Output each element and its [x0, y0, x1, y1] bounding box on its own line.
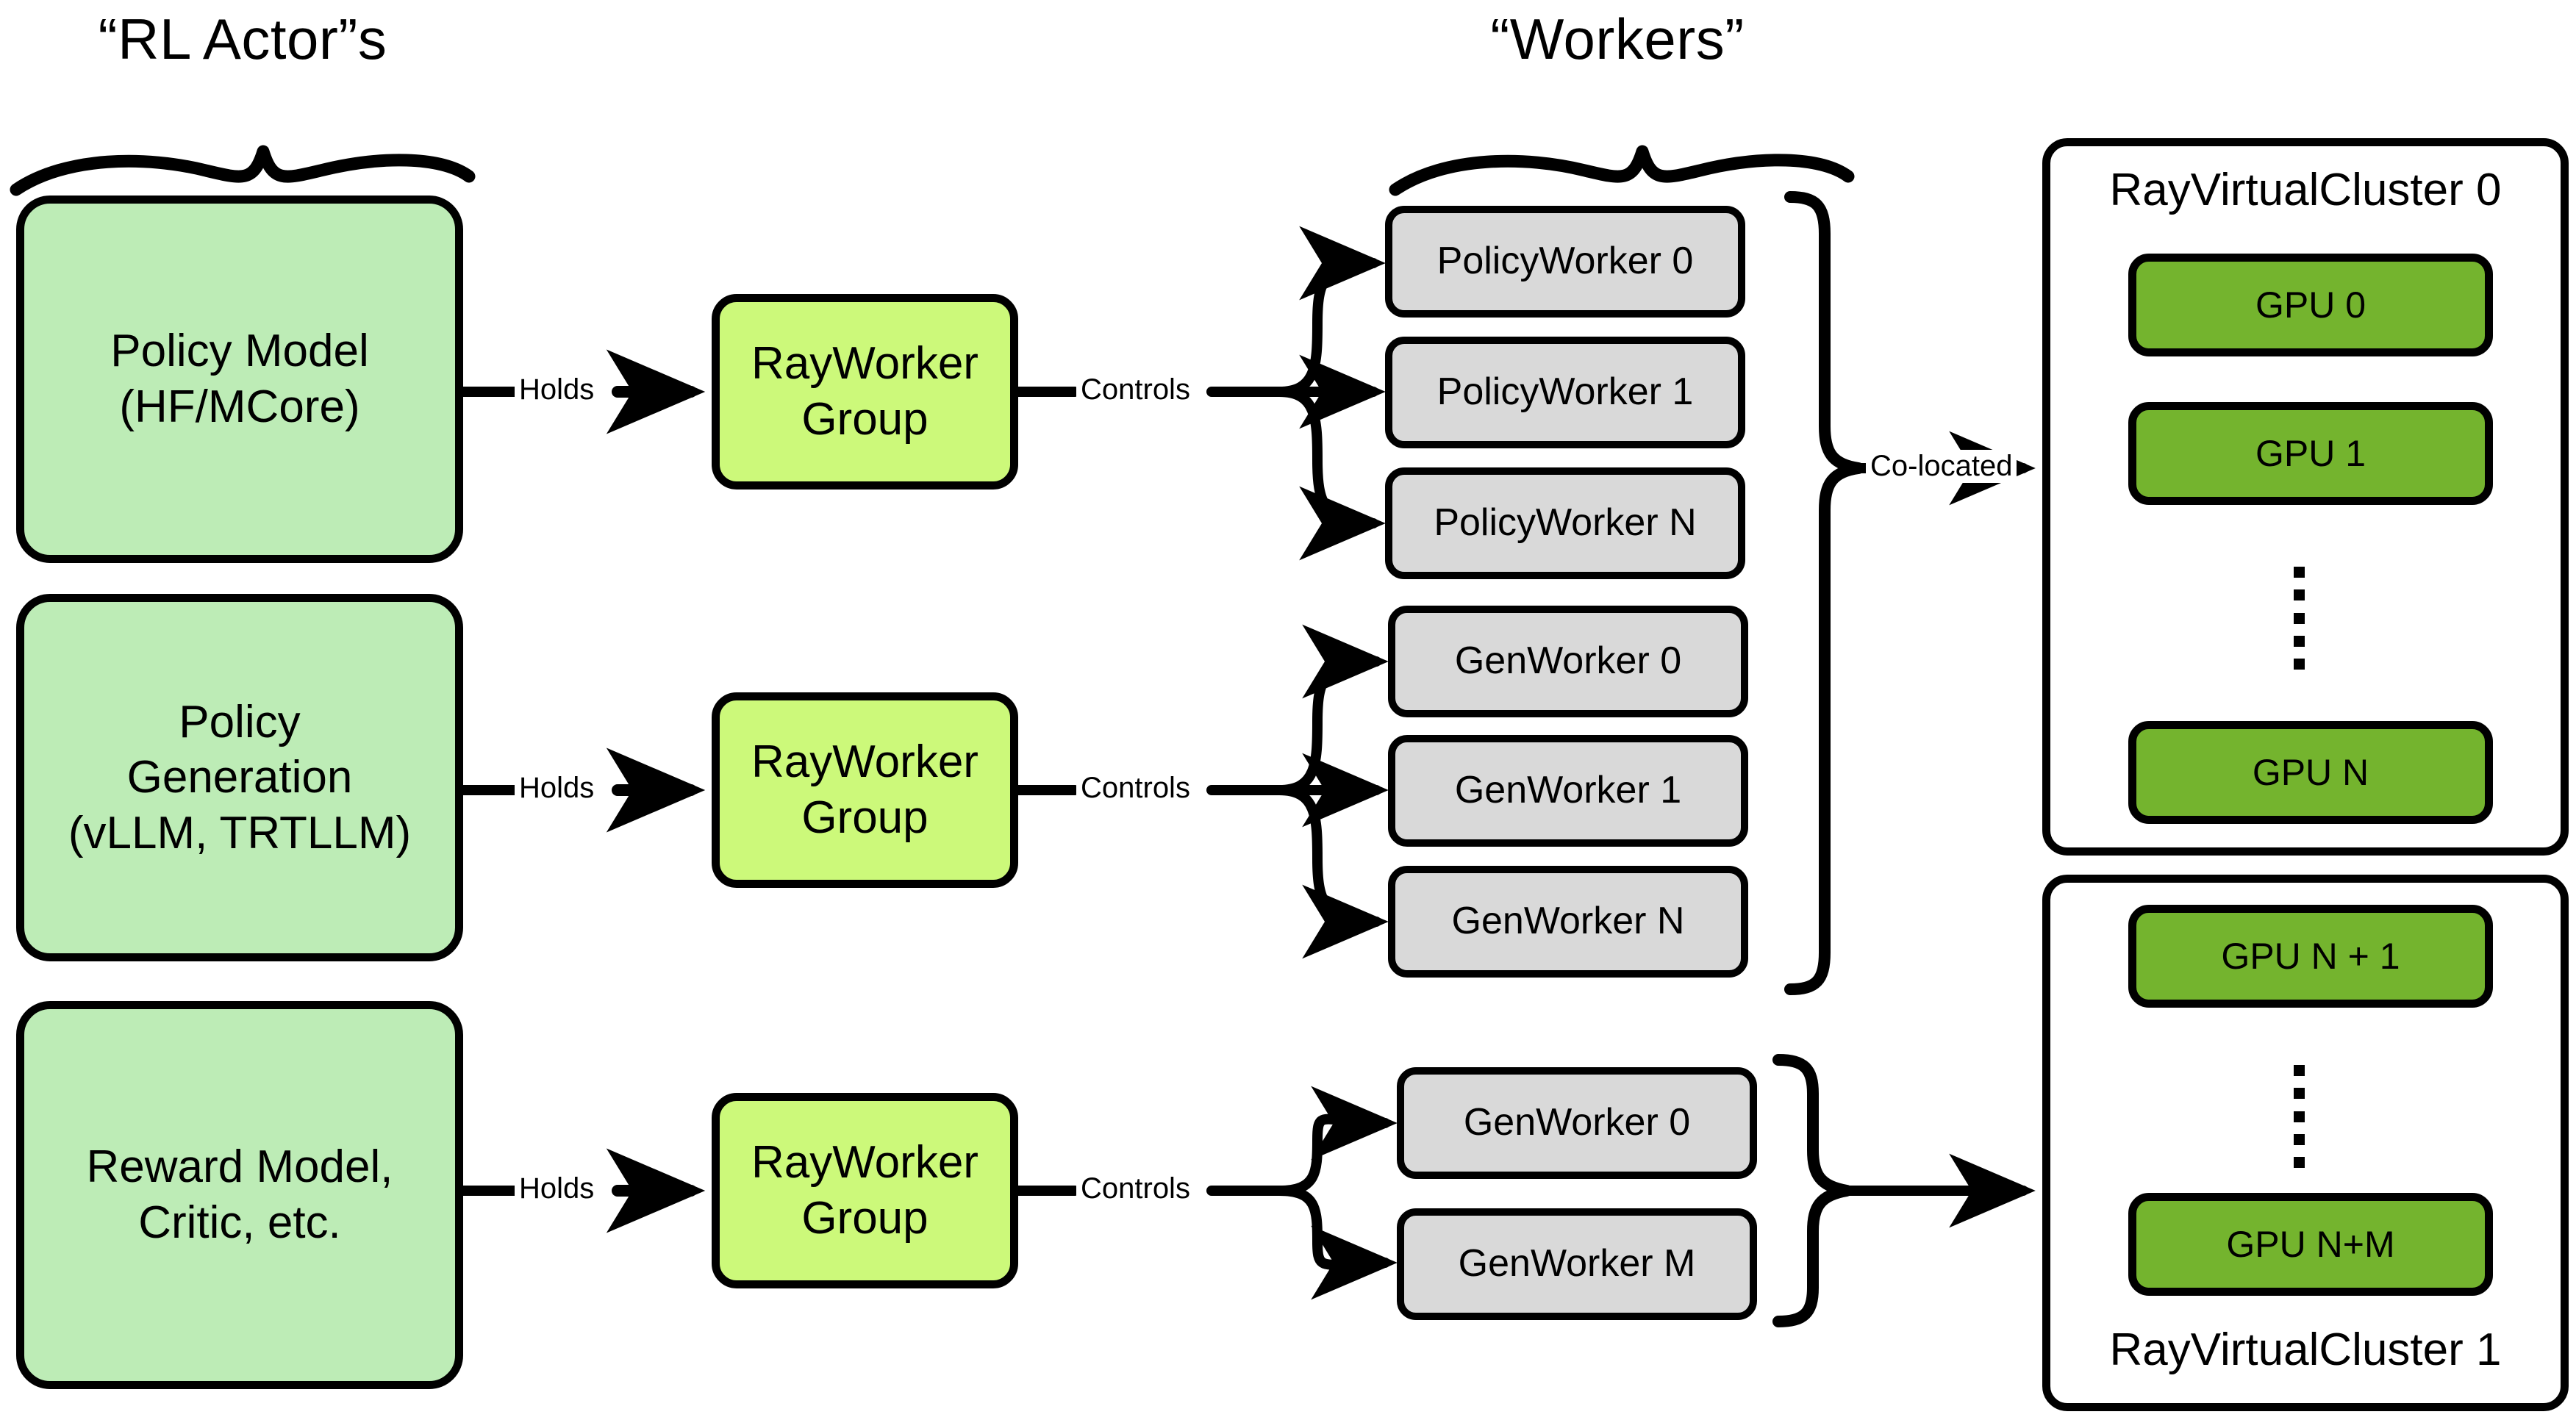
gpu-box-1[interactable]: GPU 1 — [2128, 402, 2493, 505]
worker-box-genworker-n[interactable]: GenWorker N — [1388, 866, 1748, 978]
gpu-box-n[interactable]: GPU N — [2128, 721, 2493, 824]
cluster-ray-virtual-cluster-0[interactable]: RayVirtualCluster 0 GPU 0 GPU 1 GPU N — [2042, 138, 2569, 856]
worker-box-policyworker-n[interactable]: PolicyWorker N — [1385, 467, 1745, 579]
gpu-box-0[interactable]: GPU 0 — [2128, 254, 2493, 356]
worker-box-genworker-1[interactable]: GenWorker 1 — [1388, 735, 1748, 847]
edge-label-co-located: Co-located — [1866, 450, 2017, 483]
branch-gen-0 — [1274, 624, 1389, 795]
ellipsis-dot — [2293, 567, 2305, 578]
edge-label-holds-3: Holds — [515, 1172, 599, 1205]
gpu-box-n-plus-1[interactable]: GPU N + 1 — [2128, 905, 2493, 1008]
ellipsis-dot — [2293, 589, 2305, 601]
ray-worker-group-1[interactable]: RayWorker Group — [712, 294, 1018, 490]
branch-rw-m — [1274, 1186, 1398, 1300]
branch-policy-0 — [1274, 226, 1386, 397]
edge-label-holds-1: Holds — [515, 373, 599, 406]
brace-actors — [10, 145, 476, 196]
edge-label-controls-1: Controls — [1076, 373, 1195, 406]
worker-box-genworker-0[interactable]: GenWorker 0 — [1388, 606, 1748, 717]
ray-worker-group-2[interactable]: RayWorker Group — [712, 692, 1018, 888]
cluster-0-vertical-ellipsis — [2293, 567, 2305, 670]
ellipsis-dot — [2293, 1088, 2305, 1100]
ellipsis-dot — [2293, 612, 2305, 624]
ray-worker-group-3[interactable]: RayWorker Group — [712, 1093, 1018, 1288]
edge-label-controls-2: Controls — [1076, 772, 1195, 805]
heading-workers: “Workers” — [1490, 7, 1745, 71]
actor-box-policy-generation[interactable]: Policy Generation (vLLM, TRTLLM) — [16, 594, 463, 961]
heading-actors: “RL Actor”s — [98, 7, 387, 71]
ellipsis-dot — [2293, 1065, 2305, 1076]
ellipsis-dot — [2293, 1133, 2305, 1145]
brace-colocated — [1784, 191, 1864, 995]
ellipsis-dot — [2293, 1157, 2305, 1168]
gpu-box-n-plus-m[interactable]: GPU N+M — [2128, 1193, 2493, 1296]
branch-policy-n — [1274, 387, 1386, 561]
brace-cluster1 — [1772, 1054, 1853, 1327]
cluster-1-label: RayVirtualCluster 1 — [2109, 1324, 2502, 1375]
branch-gen-n — [1274, 785, 1389, 959]
brace-workers — [1389, 145, 1855, 196]
edge-label-holds-2: Holds — [515, 772, 599, 805]
ellipsis-dot — [2293, 659, 2305, 670]
actor-box-policy-model[interactable]: Policy Model (HF/MCore) — [16, 196, 463, 563]
cluster-1-vertical-ellipsis — [2293, 1065, 2305, 1168]
branch-rw-0 — [1274, 1086, 1398, 1196]
edge-label-controls-3: Controls — [1076, 1172, 1195, 1205]
cluster-ray-virtual-cluster-1[interactable]: GPU N + 1 GPU N+M RayVirtualCluster 1 — [2042, 875, 2569, 1411]
worker-box-reward-genworker-0[interactable]: GenWorker 0 — [1397, 1067, 1757, 1179]
cluster-0-label: RayVirtualCluster 0 — [2109, 165, 2502, 215]
worker-box-policyworker-1[interactable]: PolicyWorker 1 — [1385, 337, 1745, 448]
ellipsis-dot — [2293, 635, 2305, 647]
actor-box-reward-model[interactable]: Reward Model, Critic, etc. — [16, 1001, 463, 1389]
worker-box-reward-genworker-m[interactable]: GenWorker M — [1397, 1208, 1757, 1320]
worker-box-policyworker-0[interactable]: PolicyWorker 0 — [1385, 206, 1745, 318]
ellipsis-dot — [2293, 1111, 2305, 1122]
